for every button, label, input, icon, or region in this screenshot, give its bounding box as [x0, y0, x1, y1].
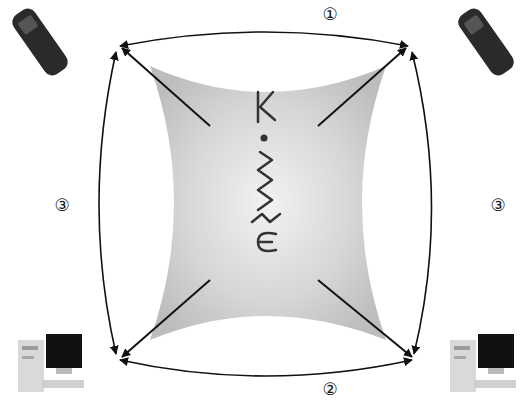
shaded-region [150, 66, 386, 340]
callout-number: ② [321, 380, 338, 399]
callout-number: ③ [53, 196, 70, 215]
radial-arrows [122, 48, 412, 357]
computer [450, 334, 516, 392]
mobile-phone [9, 5, 72, 79]
curved-arrows [99, 32, 432, 376]
mobile-phone [455, 5, 518, 79]
callout-number: ① [321, 5, 338, 24]
computer [18, 334, 84, 392]
central-symbol [252, 92, 280, 251]
callout-number: ③ [489, 196, 506, 215]
